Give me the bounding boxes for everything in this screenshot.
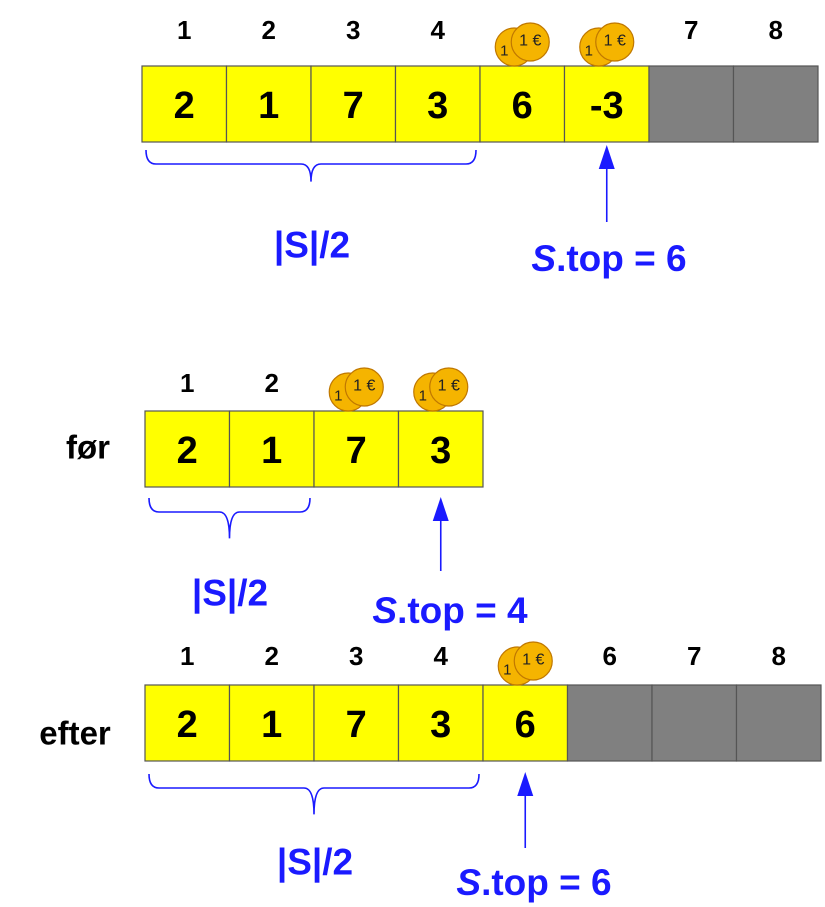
coin-front-label: 1 € (519, 33, 541, 50)
euro-coin-icon: 1 1 € (579, 22, 635, 67)
stack-name: S (372, 590, 397, 631)
empty-array-cell (735, 684, 822, 762)
array-cell (225, 65, 312, 143)
array-cell (563, 65, 650, 143)
top-value-text: .top = 6 (556, 238, 687, 279)
arrow-head-icon (598, 145, 615, 169)
empty-array-cell (732, 65, 819, 143)
top-pointer-label: S.top = 4 (372, 590, 528, 631)
cell-value: 1 (261, 704, 282, 746)
index-label: 1 (180, 641, 194, 671)
array-cell (313, 684, 400, 762)
index-label: 4 (434, 641, 449, 671)
index-label: 7 (684, 15, 698, 45)
cell-value: 3 (430, 430, 451, 472)
array-cell (482, 684, 569, 762)
empty-array-cell (566, 684, 653, 762)
index-label: 8 (769, 15, 783, 45)
index-label: 3 (346, 15, 360, 45)
coin-back-label: 1 (585, 43, 593, 60)
cell-value: 2 (174, 85, 195, 127)
index-label: 6 (603, 641, 617, 671)
half-size-label: |S|/2 (274, 225, 350, 267)
top-value-text: .top = 4 (397, 590, 528, 631)
index-label: 2 (262, 15, 276, 45)
array-cell (144, 684, 231, 762)
arrow-head-icon (517, 772, 534, 796)
empty-array-cell (651, 684, 738, 762)
empty-array-cell (648, 65, 735, 143)
stack-name: S (531, 238, 556, 279)
cell-value: 2 (177, 704, 198, 746)
panel-efter: efter 2 1 7 3 6 1 2 3 4 6 7 8 1 1 € |S|/2 S.top = 6 (39, 641, 822, 903)
cell-value: 7 (346, 704, 367, 746)
cell-value: -3 (590, 85, 624, 127)
index-label: 3 (349, 641, 363, 671)
half-size-brace (148, 773, 480, 815)
panel-foer: før 2 1 7 3 1 2 1 1 € 1 1 € |S|/2 S.top = 4 (66, 367, 528, 631)
cell-value: 3 (427, 85, 448, 127)
half-size-brace (145, 149, 477, 182)
coin-back-label: 1 (503, 662, 511, 679)
row-label: efter (39, 715, 111, 752)
array-cell (141, 65, 228, 143)
cell-value: 7 (346, 430, 367, 472)
cell-value: 2 (177, 430, 198, 472)
coin-back-label: 1 (334, 388, 342, 405)
array-cell (313, 410, 400, 488)
array-cell (144, 410, 231, 488)
coin-back-label: 1 (419, 388, 427, 405)
index-label: 4 (431, 15, 446, 45)
half-size-brace (148, 497, 311, 539)
cell-value: 1 (258, 85, 279, 127)
coin-front-label: 1 € (438, 378, 460, 395)
top-pointer-label: S.top = 6 (456, 862, 611, 903)
coin-front-label: 1 € (604, 33, 626, 50)
panel-top: 2 1 7 3 6 -3 1 2 3 4 7 8 1 1 € 1 1 € |S|/2 S.top = 6 (141, 15, 819, 279)
euro-coin-icon: 1 1 € (328, 367, 384, 412)
cell-value: 1 (261, 430, 282, 472)
index-label: 2 (265, 641, 279, 671)
index-label: 7 (687, 641, 701, 671)
index-label: 2 (265, 368, 279, 398)
cell-value: 7 (343, 85, 364, 127)
arrow-head-icon (432, 497, 449, 521)
array-cell (479, 65, 566, 143)
coin-back-label: 1 (500, 43, 508, 60)
array-cell (394, 65, 481, 143)
coin-front-label: 1 € (522, 652, 544, 669)
array-cell (310, 65, 397, 143)
array-cell (228, 684, 315, 762)
cell-value: 6 (515, 704, 536, 746)
half-size-label: |S|/2 (277, 842, 353, 884)
euro-coin-icon: 1 1 € (413, 367, 469, 412)
cell-value: 6 (512, 85, 533, 127)
index-label: 8 (772, 641, 786, 671)
index-label: 1 (177, 15, 191, 45)
stack-name: S (456, 862, 481, 903)
euro-coin-icon: 1 1 € (497, 641, 553, 686)
top-pointer-label: S.top = 6 (531, 238, 686, 279)
coin-front-label: 1 € (353, 378, 375, 395)
row-label: før (66, 429, 110, 466)
half-size-label: |S|/2 (192, 573, 268, 615)
array-cell (397, 410, 484, 488)
top-value-text: .top = 6 (481, 862, 612, 903)
index-label: 1 (180, 368, 194, 398)
euro-coin-icon: 1 1 € (494, 22, 550, 67)
cell-value: 3 (430, 704, 451, 746)
array-cell (397, 684, 484, 762)
